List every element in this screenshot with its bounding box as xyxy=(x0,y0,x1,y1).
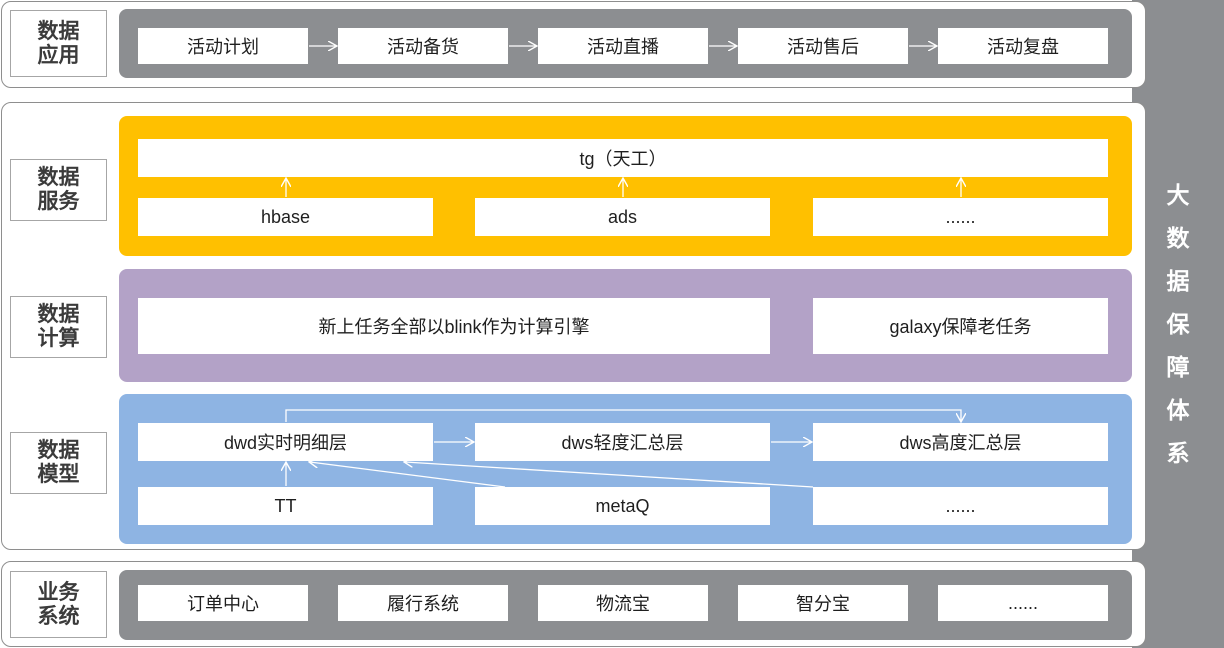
model-row1-item: dws高度汇总层 xyxy=(813,423,1108,461)
compute-item: 新上任务全部以blink作为计算引擎 xyxy=(138,298,770,354)
service-top-box: tg（天工） xyxy=(138,139,1108,177)
right-column-char: 大 xyxy=(1166,181,1190,208)
business-item: 订单中心 xyxy=(138,585,308,621)
model-row2-item: metaQ xyxy=(475,487,770,525)
service-item: ads xyxy=(475,198,770,236)
business-item: 物流宝 xyxy=(538,585,708,621)
right-column-char: 体 xyxy=(1166,396,1190,423)
application-item: 活动备货 xyxy=(338,28,508,64)
application-item: 活动直播 xyxy=(538,28,708,64)
compute-label: 数据计算 xyxy=(10,296,107,358)
service-item: hbase xyxy=(138,198,433,236)
right-column-char: 障 xyxy=(1166,353,1190,380)
business-label-line2: 系统 xyxy=(37,604,80,628)
right-column-char: 系 xyxy=(1166,439,1190,466)
business-item: 履行系统 xyxy=(338,585,508,621)
model-row1-item: dws轻度汇总层 xyxy=(475,423,770,461)
application-item: 活动计划 xyxy=(138,28,308,64)
service-item: ...... xyxy=(813,198,1108,236)
right-column-char: 数 xyxy=(1166,224,1190,251)
compute-label-line2: 计算 xyxy=(37,327,80,350)
business-item: ...... xyxy=(938,585,1108,621)
application-item: 活动复盘 xyxy=(938,28,1108,64)
application-label-line1: 数据 xyxy=(37,19,80,43)
business-label: 业务系统 xyxy=(10,571,107,638)
model-label-line2: 模型 xyxy=(37,463,80,486)
model-row2-item: TT xyxy=(138,487,433,525)
business-label-line1: 业务 xyxy=(37,580,80,604)
right-column-big-data-guarantee-system: 大 数 据 保 障 体 系 xyxy=(1132,0,1224,648)
model-label-line1: 数据 xyxy=(37,439,80,462)
right-column-char: 据 xyxy=(1166,267,1190,294)
application-item: 活动售后 xyxy=(738,28,908,64)
business-item: 智分宝 xyxy=(738,585,908,621)
service-label-line1: 数据 xyxy=(37,166,80,189)
application-label-line2: 应用 xyxy=(37,43,80,67)
compute-label-line1: 数据 xyxy=(37,303,80,326)
model-row1-item: dwd实时明细层 xyxy=(138,423,433,461)
service-label-line2: 服务 xyxy=(37,190,80,213)
model-row2-item: ...... xyxy=(813,487,1108,525)
compute-item: galaxy保障老任务 xyxy=(813,298,1108,354)
model-label: 数据模型 xyxy=(10,432,107,494)
right-column-char: 保 xyxy=(1166,310,1190,337)
service-label: 数据服务 xyxy=(10,159,107,221)
application-label: 数据应用 xyxy=(10,10,107,77)
